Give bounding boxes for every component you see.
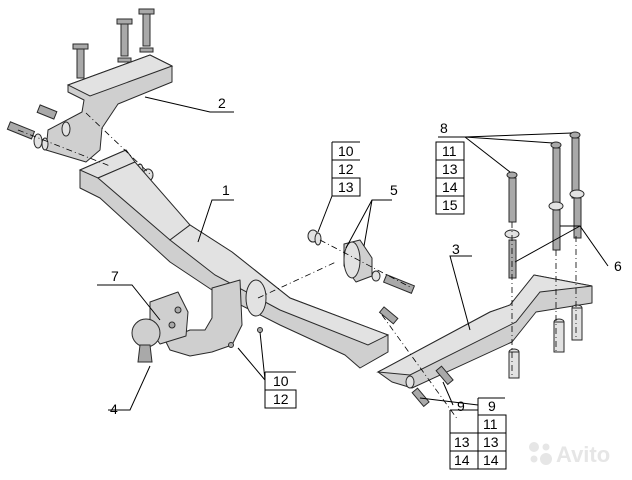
box-a-row-2: 12 bbox=[338, 161, 354, 177]
box-e-row-2: 11 bbox=[483, 416, 498, 432]
box-d-row-1: 9 bbox=[457, 398, 465, 414]
avito-watermark: Avito bbox=[529, 442, 610, 467]
callout-box-10-12: 10 12 bbox=[264, 371, 297, 409]
callout-box-9-11-13-14: 9 11 13 14 bbox=[477, 397, 507, 470]
ball-hitch-part-4 bbox=[131, 279, 267, 363]
box-e-row-4: 14 bbox=[483, 452, 499, 468]
callout-2: 2 bbox=[218, 95, 226, 111]
bolt-set-part-6-8 bbox=[504, 131, 585, 379]
box-b-row-4: 15 bbox=[442, 197, 458, 213]
fastener-set-part-9 bbox=[378, 306, 454, 408]
crossbeam-part-1 bbox=[78, 149, 390, 369]
box-d-row-3: 14 bbox=[454, 452, 470, 468]
bracket-part-3 bbox=[376, 274, 593, 389]
callouts: 1 2 3 4 5 6 7 8 bbox=[110, 95, 622, 417]
assembly-axes bbox=[17, 112, 577, 421]
box-b-row-2: 13 bbox=[442, 161, 458, 177]
box-d-row-2: 13 bbox=[454, 434, 470, 450]
callout-5: 5 bbox=[390, 182, 398, 198]
callout-box-9-13-14: 9 13 14 bbox=[449, 398, 479, 470]
box-c-row-2: 12 bbox=[273, 391, 289, 407]
bushing-part-5 bbox=[307, 229, 416, 294]
callout-7: 7 bbox=[111, 268, 119, 284]
box-a-row-1: 10 bbox=[338, 143, 354, 159]
box-b-row-1: 11 bbox=[442, 143, 457, 159]
box-e-row-3: 13 bbox=[483, 434, 499, 450]
box-b-row-3: 14 bbox=[442, 179, 458, 195]
box-c-row-1: 10 bbox=[273, 373, 289, 389]
leader-lines bbox=[97, 96, 609, 411]
callout-6: 6 bbox=[614, 258, 622, 274]
box-a-row-3: 13 bbox=[338, 179, 354, 195]
bracket-part-2 bbox=[6, 8, 174, 182]
callout-8: 8 bbox=[440, 120, 448, 136]
avito-logo-icon bbox=[529, 442, 552, 465]
callout-box-10-12-13: 10 12 13 bbox=[317, 141, 361, 233]
watermark-text: Avito bbox=[556, 442, 610, 467]
callout-3: 3 bbox=[452, 241, 460, 257]
box-e-row-1: 9 bbox=[488, 398, 496, 414]
callout-4: 4 bbox=[110, 401, 118, 417]
callout-1: 1 bbox=[222, 182, 230, 198]
callout-box-11-13-14-15: 11 13 14 15 bbox=[435, 141, 465, 215]
